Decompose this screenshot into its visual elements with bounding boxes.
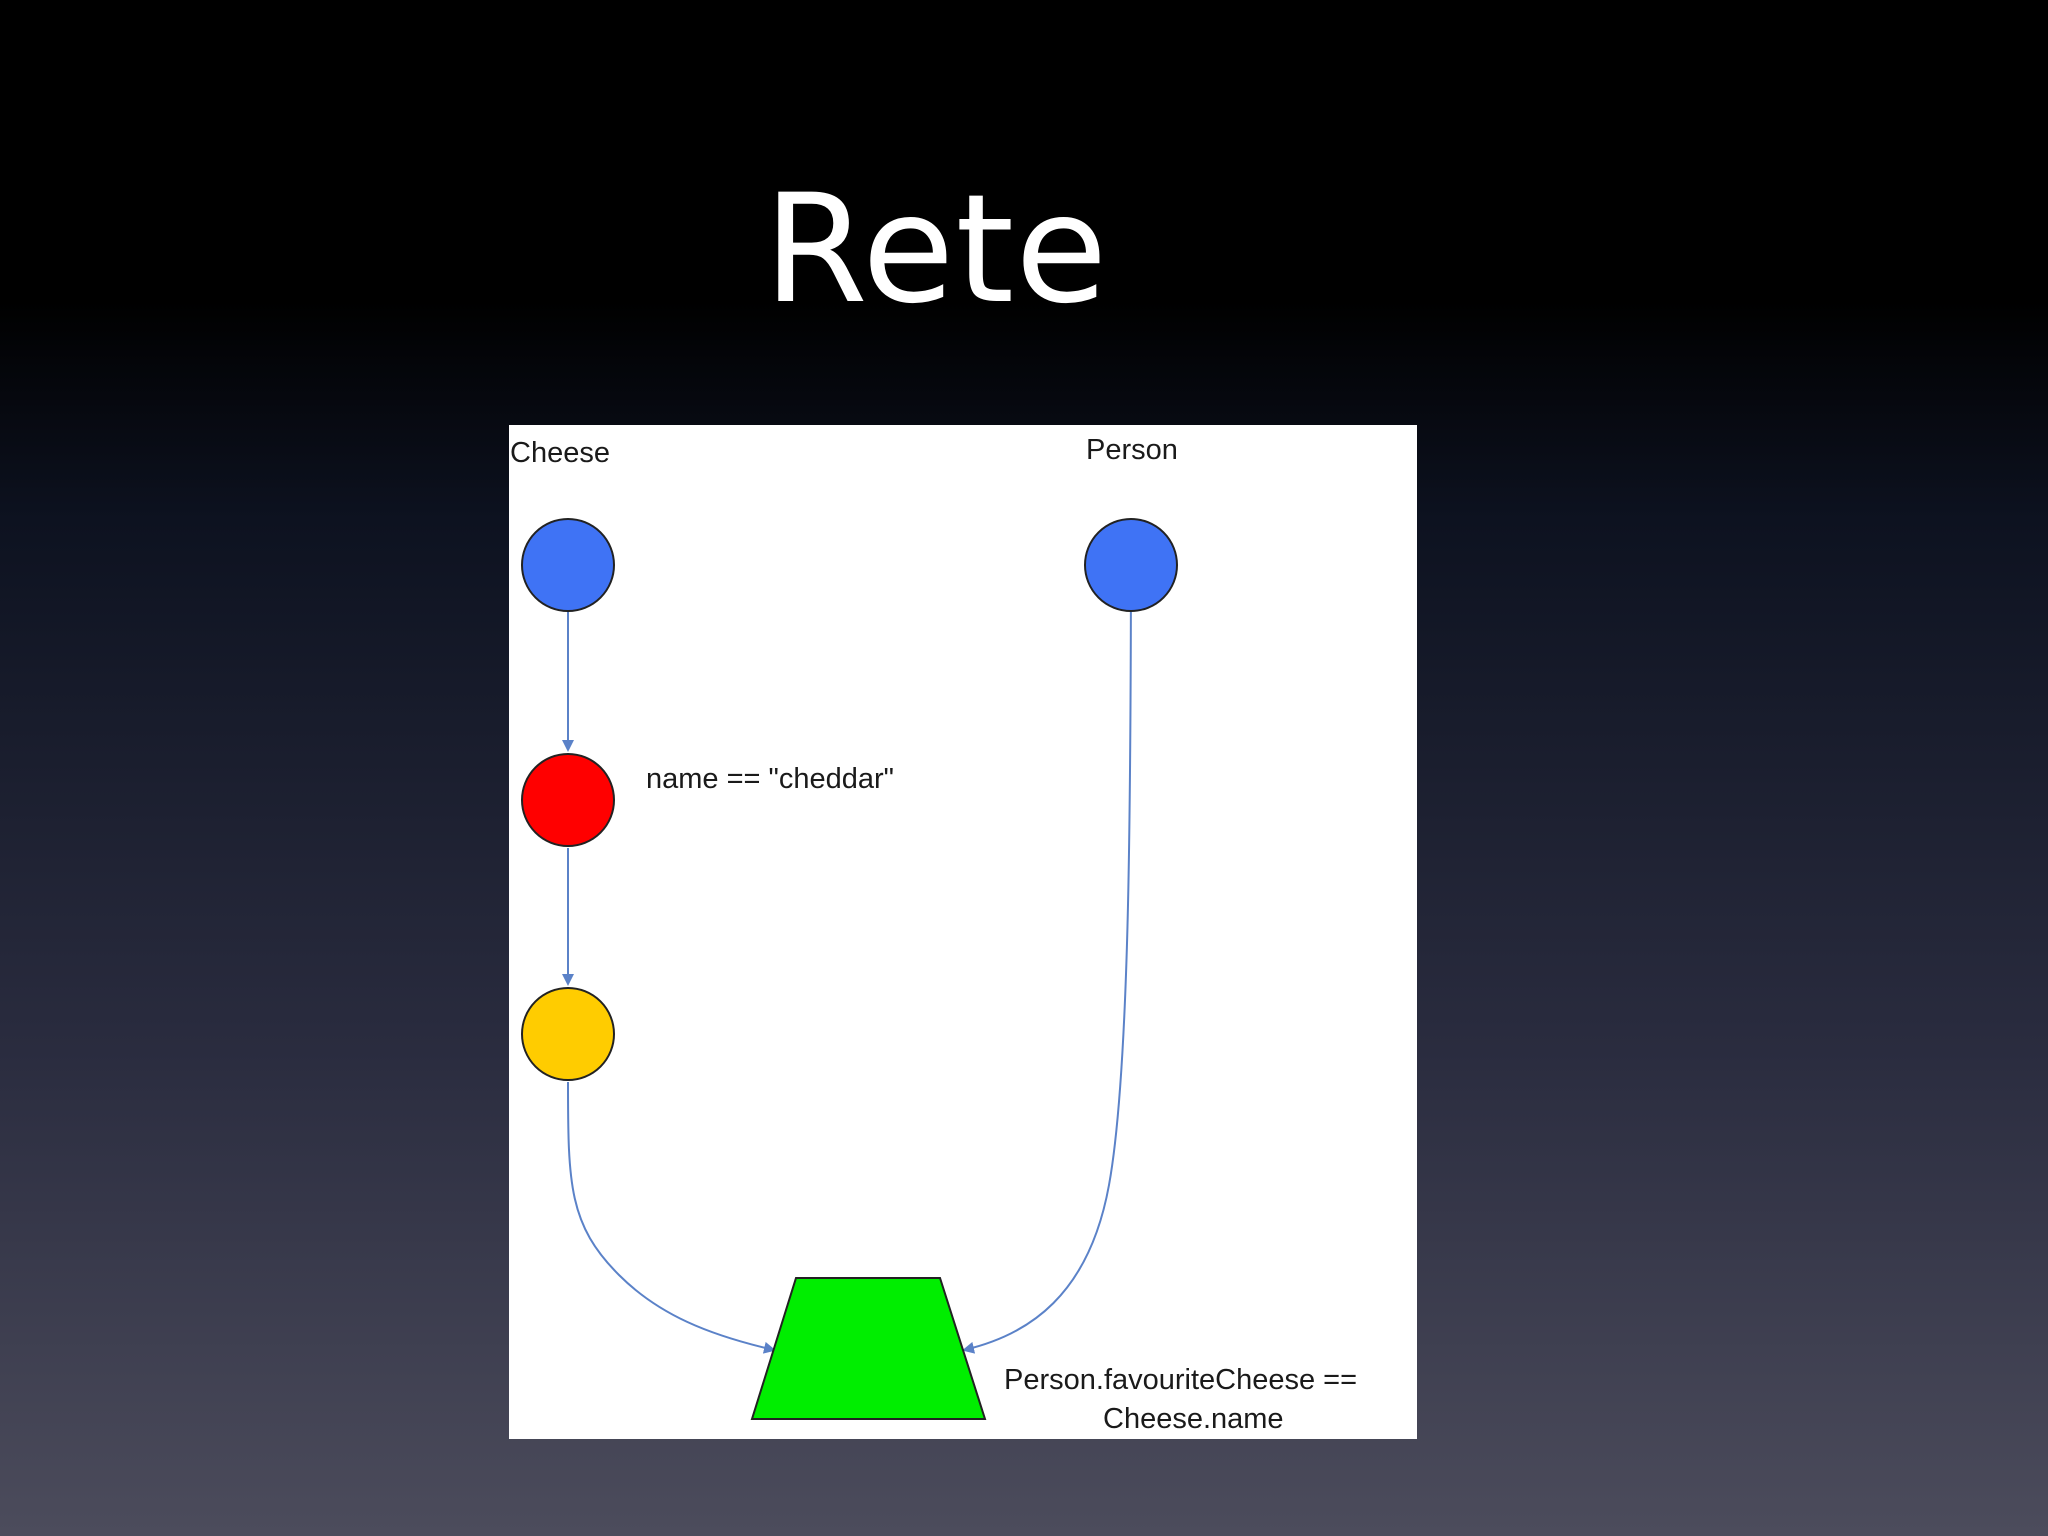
cheese-label: Cheese bbox=[510, 437, 610, 469]
join-node bbox=[750, 1277, 987, 1420]
condition-label: name == "cheddar" bbox=[646, 763, 894, 795]
alpha-memory-node bbox=[521, 987, 615, 1081]
join-condition-label-line2: Cheese.name bbox=[1103, 1403, 1284, 1435]
join-condition-label-line1: Person.favouriteCheese == bbox=[1004, 1364, 1357, 1396]
cheese-type-node bbox=[521, 518, 615, 612]
rete-diagram-svg: Cheese Person name == "cheddar" Person.f… bbox=[510, 434, 1357, 1435]
rete-diagram: Cheese Person name == "cheddar" Person.f… bbox=[509, 425, 1417, 1439]
slide-title: Rete bbox=[763, 163, 1109, 337]
person-label: Person bbox=[1086, 434, 1178, 466]
person-type-node bbox=[1084, 518, 1178, 612]
alpha-node bbox=[521, 753, 615, 847]
edge-memory-to-join bbox=[567, 1081, 776, 1354]
edge-person-to-join bbox=[962, 518, 1132, 1354]
